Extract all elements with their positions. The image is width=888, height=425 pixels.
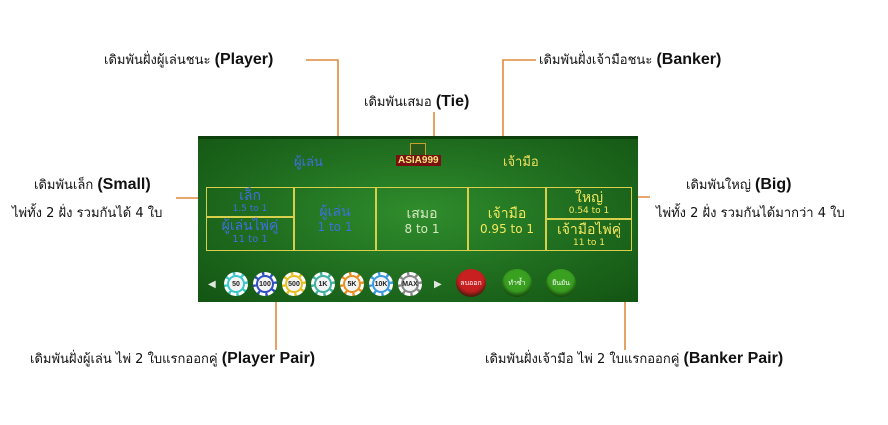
banker-annotation-thai: เดิมพันฝั่งเจ้ามือชนะ (539, 53, 653, 68)
bet-player-pair-odds: 11 to 1 (232, 234, 268, 245)
bet-player-odds: 1 to 1 (317, 220, 353, 234)
banker-pair-annotation: เดิมพันฝั่งเจ้ามือ ไพ่ 2 ใบแรกออกคู่ (Ba… (485, 350, 783, 369)
bet-banker-name: เจ้ามือ (487, 206, 527, 222)
small-annotation-thai: เดิมพันเล็ก (34, 178, 94, 193)
small-annotation: เดิมพันเล็ก (Small) (34, 176, 151, 195)
chip-1k[interactable]: 1K (311, 272, 335, 296)
chip-5k[interactable]: 5K (340, 272, 364, 296)
player-pair-annotation-en: (Player Pair) (221, 350, 316, 367)
big-annotation: เดิมพันใหญ่ (Big) (686, 176, 791, 195)
big-annotation-thai: เดิมพันใหญ่ (686, 178, 751, 193)
bet-player[interactable]: ผู้เล่น 1 to 1 (294, 187, 376, 251)
banker-annotation-en: (Banker) (656, 51, 722, 68)
big-annotation-en: (Big) (755, 176, 792, 193)
tie-annotation: เดิมพันเสมอ (Tie) (364, 93, 469, 112)
chip-max-label: MAX (402, 277, 418, 291)
bet-small[interactable]: เล็ก 1.5 to 1 (206, 187, 294, 217)
bet-big-name: ใหญ่ (575, 190, 603, 206)
board-header-player: ผู้เล่น (294, 155, 323, 170)
player-annotation-en: (Player) (214, 51, 274, 68)
bet-player-name: ผู้เล่น (319, 204, 351, 220)
chip-50[interactable]: 50 (224, 272, 248, 296)
logo-text: ASIA999 (396, 155, 441, 166)
chip-max[interactable]: MAX (398, 272, 422, 296)
repeat-bet-button[interactable]: ทำซ้ำ (502, 269, 532, 297)
banker-pair-annotation-en: (Banker Pair) (683, 350, 784, 367)
banker-annotation: เดิมพันฝั่งเจ้ามือชนะ (Banker) (539, 51, 721, 70)
chip-scroll-right-icon[interactable]: ▶ (434, 279, 442, 290)
chip-100[interactable]: 100 (253, 272, 277, 296)
asia999-logo: ASIA999 (396, 143, 441, 167)
banker-pair-annotation-thai: เดิมพันฝั่งเจ้ามือ ไพ่ 2 ใบแรกออกคู่ (485, 352, 680, 367)
player-annotation: เดิมพันฝั่งผู้เล่นชนะ (Player) (104, 51, 273, 70)
chip-5k-label: 5K (345, 277, 359, 291)
player-pair-annotation-thai: เดิมพันฝั่งผู้เล่น ไพ่ 2 ใบแรกออกคู่ (30, 352, 218, 367)
chip-10k[interactable]: 10K (369, 272, 393, 296)
chip-50-label: 50 (229, 277, 243, 291)
player-pair-annotation: เดิมพันฝั่งผู้เล่น ไพ่ 2 ใบแรกออกคู่ (Pl… (30, 350, 315, 369)
confirm-bet-button[interactable]: ยืนยัน (546, 269, 576, 297)
bet-small-odds: 1.5 to 1 (232, 204, 268, 214)
big-annotation-note: ไพ่ทั้ง 2 ฝั่ง รวมกันได้มากว่า 4 ใบ (656, 206, 845, 221)
bet-player-pair[interactable]: ผู้เล่นไพ่คู่ 11 to 1 (206, 217, 294, 251)
bet-big-odds: 0.54 to 1 (568, 206, 610, 216)
bet-big[interactable]: ใหญ่ 0.54 to 1 (546, 187, 632, 219)
board-header-banker: เจ้ามือ (503, 155, 539, 170)
bet-banker-odds: 0.95 to 1 (479, 222, 535, 236)
chip-500[interactable]: 500 (282, 272, 306, 296)
bet-banker[interactable]: เจ้ามือ 0.95 to 1 (468, 187, 546, 251)
chip-100-label: 100 (258, 277, 272, 291)
small-annotation-en: (Small) (97, 176, 151, 193)
small-annotation-note: ไพ่ทั้ง 2 ฝั่ง รวมกันได้ 4 ใบ (12, 206, 163, 221)
chip-scroll-left-icon[interactable]: ◀ (208, 279, 216, 290)
bet-player-pair-name: ผู้เล่นไพ่คู่ (221, 218, 279, 234)
bet-banker-pair-name: เจ้ามือไพ่คู่ (556, 222, 622, 238)
bet-tie-odds: 8 to 1 (404, 222, 440, 236)
baccarat-board: ผู้เล่น ASIA999 เจ้ามือ เล็ก 1.5 to 1 ผู… (198, 136, 638, 302)
bet-banker-pair-odds: 11 to 1 (573, 238, 605, 248)
bet-banker-pair[interactable]: เจ้ามือไพ่คู่ 11 to 1 (546, 219, 632, 251)
chip-1k-label: 1K (316, 277, 330, 291)
tie-annotation-en: (Tie) (435, 93, 470, 110)
bet-tie-name: เสมอ (406, 206, 438, 222)
clear-bet-button[interactable]: ลบออก (456, 269, 486, 297)
bet-small-name: เล็ก (239, 188, 261, 204)
player-annotation-thai: เดิมพันฝั่งผู้เล่นชนะ (104, 53, 211, 68)
chip-10k-label: 10K (374, 277, 388, 291)
tie-annotation-thai: เดิมพันเสมอ (364, 95, 432, 110)
bet-tie[interactable]: เสมอ 8 to 1 (376, 187, 468, 251)
chip-500-label: 500 (287, 277, 301, 291)
